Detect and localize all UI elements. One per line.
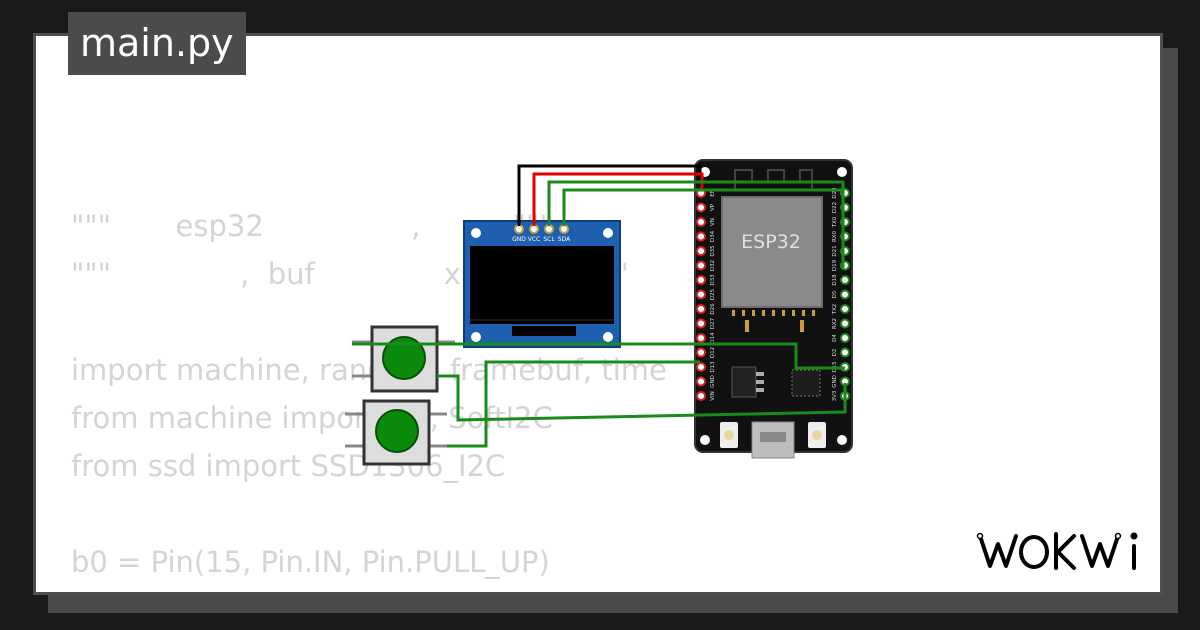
code-line: b0 = Pin(15, Pin.IN, Pin.PULL_UP) bbox=[71, 545, 550, 579]
oled-pin[interactable] bbox=[529, 224, 539, 234]
oled-pin[interactable] bbox=[559, 224, 569, 234]
esp32-pin-left[interactable] bbox=[696, 318, 706, 329]
esp32-pin-left[interactable] bbox=[696, 376, 706, 387]
esp32-pin-left[interactable] bbox=[696, 275, 706, 285]
pushbutton-0[interactable] bbox=[352, 325, 455, 393]
code-line bbox=[71, 490, 667, 538]
esp32-pin-label: D12 bbox=[710, 347, 716, 358]
esp32-pin-left[interactable] bbox=[696, 304, 706, 314]
esp32-pin-label: D33 bbox=[710, 274, 716, 286]
esp32-pin-right[interactable] bbox=[840, 347, 850, 358]
wire-btn0 bbox=[352, 342, 845, 370]
esp32-chip-label: ESP32 bbox=[741, 231, 801, 253]
esp32-pin-left[interactable] bbox=[696, 289, 706, 300]
oled-pin-label: VCC bbox=[528, 236, 540, 243]
esp32-pin-label: D2 bbox=[832, 349, 838, 357]
esp32-pin-label: D5 bbox=[832, 290, 838, 298]
esp32-pin-label: D22 bbox=[832, 202, 838, 213]
esp32-pin-left[interactable] bbox=[696, 347, 706, 358]
wire-btn-gnd bbox=[437, 374, 847, 422]
esp32-pin-label: D23 bbox=[832, 187, 838, 199]
esp32-pin-label: GND bbox=[710, 375, 716, 388]
esp32-pin-label: D13 bbox=[710, 361, 716, 373]
esp32-pin-label: GND bbox=[832, 375, 838, 388]
esp32-pin-label: RX0 bbox=[832, 230, 838, 242]
esp32-pin-label: D14 bbox=[710, 332, 716, 344]
oled-pin[interactable] bbox=[544, 224, 554, 234]
esp32-pin-left[interactable] bbox=[696, 391, 706, 401]
esp32-pin-label: RX2 bbox=[832, 318, 838, 329]
esp32-pin-label: VIN bbox=[710, 391, 716, 401]
esp32-pin-right[interactable] bbox=[840, 318, 850, 329]
esp32-pin-left[interactable] bbox=[696, 217, 706, 227]
oled-pin-label: SDA bbox=[558, 236, 571, 243]
esp32-pin-label: VP bbox=[710, 203, 716, 211]
esp32-pin-label: EN bbox=[710, 189, 716, 197]
code-line: b1 = Pin(13, Pin.IN, Pin.PULL_UP) bbox=[71, 586, 667, 592]
esp32-pin-left[interactable] bbox=[696, 260, 706, 271]
esp32-pin-left[interactable] bbox=[696, 246, 706, 256]
esp32-pin-left[interactable] bbox=[696, 202, 706, 213]
esp32-pin-label: TX0 bbox=[832, 216, 838, 228]
filename-tab[interactable]: main.py bbox=[68, 12, 246, 75]
esp32-pin-right[interactable] bbox=[840, 275, 850, 285]
esp32-pin-label: D25 bbox=[710, 288, 716, 300]
esp32-pin-label: 3V3 bbox=[832, 390, 838, 401]
code-background: """ esp32 , """""" , buf x x"""import ma… bbox=[71, 202, 667, 592]
pushbutton-1[interactable] bbox=[345, 399, 447, 466]
esp32-pin-right[interactable] bbox=[840, 333, 850, 343]
esp32-pin-label: TX2 bbox=[832, 304, 838, 316]
esp32-pin-label: D27 bbox=[710, 317, 716, 329]
esp32-pin-label: D21 bbox=[832, 245, 838, 256]
esp32-pin-left[interactable] bbox=[696, 362, 706, 372]
oled-pin[interactable] bbox=[514, 224, 524, 234]
wokwi-logo bbox=[976, 532, 1138, 570]
esp32-pin-left[interactable] bbox=[696, 231, 706, 242]
esp32-pin-label: D35 bbox=[710, 245, 716, 257]
esp32-pin-label: D18 bbox=[832, 274, 838, 286]
esp32-pin-label: D19 bbox=[832, 259, 838, 271]
oled-screen bbox=[470, 246, 614, 324]
oled-pin-label: SCL bbox=[543, 236, 555, 243]
esp32-pin-right[interactable] bbox=[840, 304, 850, 314]
esp32-pin-label: D32 bbox=[710, 260, 716, 271]
esp32-shield bbox=[721, 196, 823, 308]
esp32-pin-left[interactable] bbox=[696, 333, 706, 343]
wire-sda bbox=[562, 188, 845, 268]
oled-pin-label: GND bbox=[512, 236, 526, 243]
wire-btn1 bbox=[447, 360, 700, 448]
esp32-pin-label: D26 bbox=[710, 303, 716, 315]
esp32-pin-label: VN bbox=[710, 218, 716, 226]
esp32-pin-label: D34 bbox=[710, 230, 716, 242]
esp32-pin-right[interactable] bbox=[840, 289, 850, 300]
wire-scl bbox=[547, 180, 845, 226]
esp32-pin-label: D4 bbox=[832, 334, 838, 342]
code-line: from ssd import SSD1306_I2C bbox=[71, 449, 506, 483]
